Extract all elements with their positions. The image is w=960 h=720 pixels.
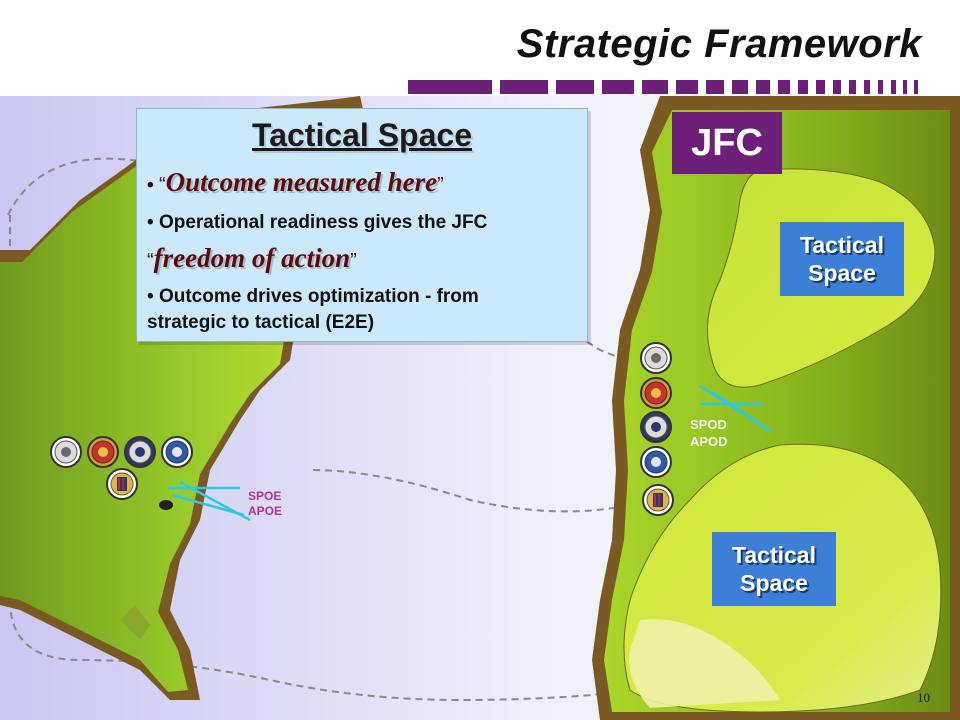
slide-title: Strategic Framework xyxy=(516,22,922,66)
west-port-label: SPOE APOE xyxy=(248,489,282,519)
bullet-outcome-drives: • Outcome drives optimization - from xyxy=(147,286,479,308)
tactical-space-upper-line1: Tactical xyxy=(800,232,884,258)
tactical-space-lower-line1: Tactical xyxy=(732,542,816,568)
navy-seal-icon xyxy=(124,436,156,468)
emphasis-freedom-of-action: freedom of action xyxy=(153,243,351,273)
east-seal-group xyxy=(640,342,674,516)
marines-seal-icon xyxy=(87,436,119,468)
air-force-seal-icon xyxy=(640,446,672,478)
page-number: 10 xyxy=(917,690,930,705)
dla-seal-icon xyxy=(106,468,138,500)
island-small xyxy=(159,500,173,510)
close-quote: ” xyxy=(437,174,444,196)
open-quote: “ xyxy=(158,174,166,196)
bullet-marker: • xyxy=(147,286,154,307)
spod-label: SPOD xyxy=(690,417,727,432)
east-port-route-lines xyxy=(699,384,773,434)
outcome-drives-line-2: strategic to tactical (E2E) xyxy=(147,312,375,333)
apod-label: APOD xyxy=(690,434,728,449)
tactical-space-lower-label: Tactical Space xyxy=(712,532,836,606)
east-port-label: SPOD APOD xyxy=(690,416,728,450)
freedom-of-action-line: “freedom of action” xyxy=(147,243,357,274)
tactical-space-lower-line2: Space xyxy=(740,570,808,596)
tactical-space-upper-label: Tactical Space xyxy=(780,222,904,296)
outcome-drives-line-1: Outcome drives optimization - from xyxy=(158,286,479,307)
tactical-space-upper-line2: Space xyxy=(808,260,876,286)
jfc-label-box: JFC xyxy=(672,112,782,174)
navy-seal-icon xyxy=(640,411,672,443)
marines-seal-icon xyxy=(640,377,672,409)
west-port-route-lines xyxy=(168,480,251,522)
route-dashed-outline-south xyxy=(9,599,641,702)
info-box-title: Tactical Space xyxy=(252,117,472,153)
spoe-label: SPOE xyxy=(248,489,282,503)
close-quote: ” xyxy=(350,250,357,272)
tactical-region-lower-peninsula xyxy=(629,619,780,708)
west-seal-group xyxy=(50,436,193,500)
bullet-outcome-measured: • “Outcome measured here” xyxy=(147,167,444,198)
peninsula xyxy=(120,605,150,640)
army-seal-icon xyxy=(640,342,672,374)
bullet-marker: • xyxy=(147,212,154,233)
tactical-space-info-box: Tactical Space • “Outcome measured here”… xyxy=(136,108,588,342)
bullet-marker: • xyxy=(147,175,154,196)
apoe-label: APOE xyxy=(248,504,283,518)
operational-readiness-text: Operational readiness gives the JFC xyxy=(158,212,488,233)
bullet-operational-readiness: • Operational readiness gives the JFC xyxy=(147,212,487,234)
title-underline-bar xyxy=(408,80,918,94)
emphasis-outcome-measured-here: Outcome measured here xyxy=(165,167,438,197)
army-seal-icon xyxy=(50,436,82,468)
dla-seal-icon xyxy=(642,484,674,516)
open-quote: “ xyxy=(147,250,154,272)
air-force-seal-icon xyxy=(161,436,193,468)
